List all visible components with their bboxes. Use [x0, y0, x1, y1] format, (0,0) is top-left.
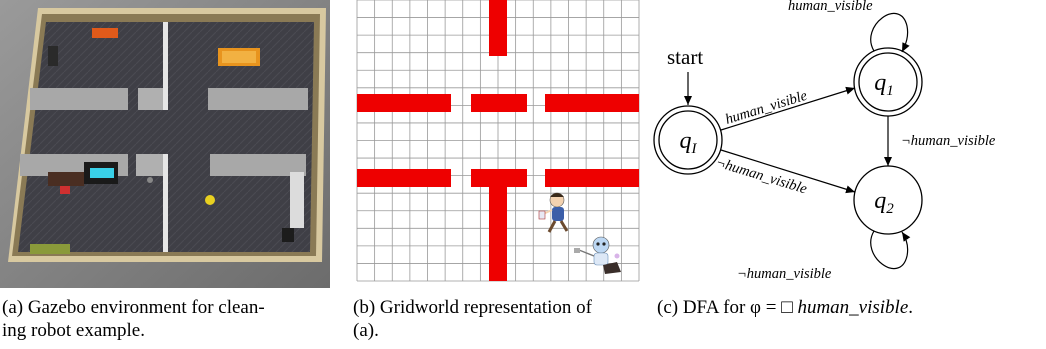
wall-horizontal-upper-center	[471, 94, 527, 112]
wall-vertical-top	[489, 0, 507, 56]
wall-horizontal-lower-right	[545, 169, 639, 187]
caption-c: (c) DFA for φ = □ human_visible.	[657, 296, 1046, 319]
gridworld	[356, 0, 640, 282]
dining-table	[48, 172, 84, 186]
wall-horizontal-lower-center	[471, 169, 527, 187]
walls	[357, 0, 639, 281]
caption-c-formula: human_visible	[797, 297, 909, 318]
caption-b-line2: (a).	[353, 320, 379, 341]
caption-a: (a) Gazebo environment for clean- ing ro…	[2, 296, 332, 342]
floor	[18, 22, 314, 252]
cabinet	[48, 46, 58, 66]
state-qI: qI	[653, 105, 723, 175]
interior-wall	[30, 88, 128, 110]
desk	[92, 28, 118, 38]
edge-q1-self	[870, 12, 910, 53]
sofa	[30, 244, 70, 254]
caption-b-line1: (b) Gridworld representation of	[353, 297, 593, 318]
counter	[290, 172, 304, 228]
edge-qI-q2	[720, 149, 856, 194]
edge-label-q1-q2: ¬human_visible	[901, 133, 996, 149]
wall-horizontal-upper-right	[545, 94, 639, 112]
state-q1: q1	[853, 47, 923, 117]
caption-c-suffix: .	[908, 297, 914, 318]
gridworld-panel	[355, 0, 641, 290]
wall-horizontal-upper-left	[357, 94, 451, 112]
dfa-diagram: qI q1 q2 start human_visible ¬human_visi…	[653, 0, 996, 282]
edge-label-q2-self: ¬human_visible	[737, 266, 832, 282]
edge-label-qI-q2: ¬human_visible	[714, 155, 809, 198]
interior-wall	[210, 154, 306, 176]
dfa-panel: qI q1 q2 start human_visible ¬human_visi…	[645, 0, 1046, 290]
gazebo-render	[0, 0, 330, 288]
interior-wall	[136, 154, 166, 176]
interior-wall	[163, 154, 168, 252]
edge-label-qI-q1: human_visible	[723, 88, 809, 128]
wall-horizontal-lower-left	[357, 169, 451, 187]
cleaning-robot-figure	[574, 236, 621, 274]
interior-wall	[163, 22, 168, 110]
wall-vertical-bottom	[489, 187, 507, 281]
robot	[147, 177, 153, 183]
bed	[90, 168, 114, 178]
edge-qI-q1	[720, 86, 856, 131]
stool	[282, 228, 294, 242]
start-label: start	[667, 45, 703, 69]
human-figure	[538, 192, 569, 233]
caption-a-line1: (a) Gazebo environment for clean-	[2, 297, 265, 318]
edge-q2-self	[870, 230, 911, 270]
interior-wall	[208, 88, 308, 110]
gazebo-environment-image	[0, 0, 330, 288]
table-top	[222, 51, 256, 63]
chair	[60, 186, 70, 194]
interior-wall	[138, 88, 166, 110]
caption-c-prefix: (c) DFA for φ = □	[657, 297, 798, 318]
caption-a-line2: ing robot example.	[2, 320, 145, 341]
person	[205, 195, 215, 205]
state-q2: q2	[853, 165, 923, 235]
edge-label-q1-self: human_visible	[788, 0, 873, 14]
caption-b: (b) Gridworld representation of (a).	[353, 296, 648, 342]
